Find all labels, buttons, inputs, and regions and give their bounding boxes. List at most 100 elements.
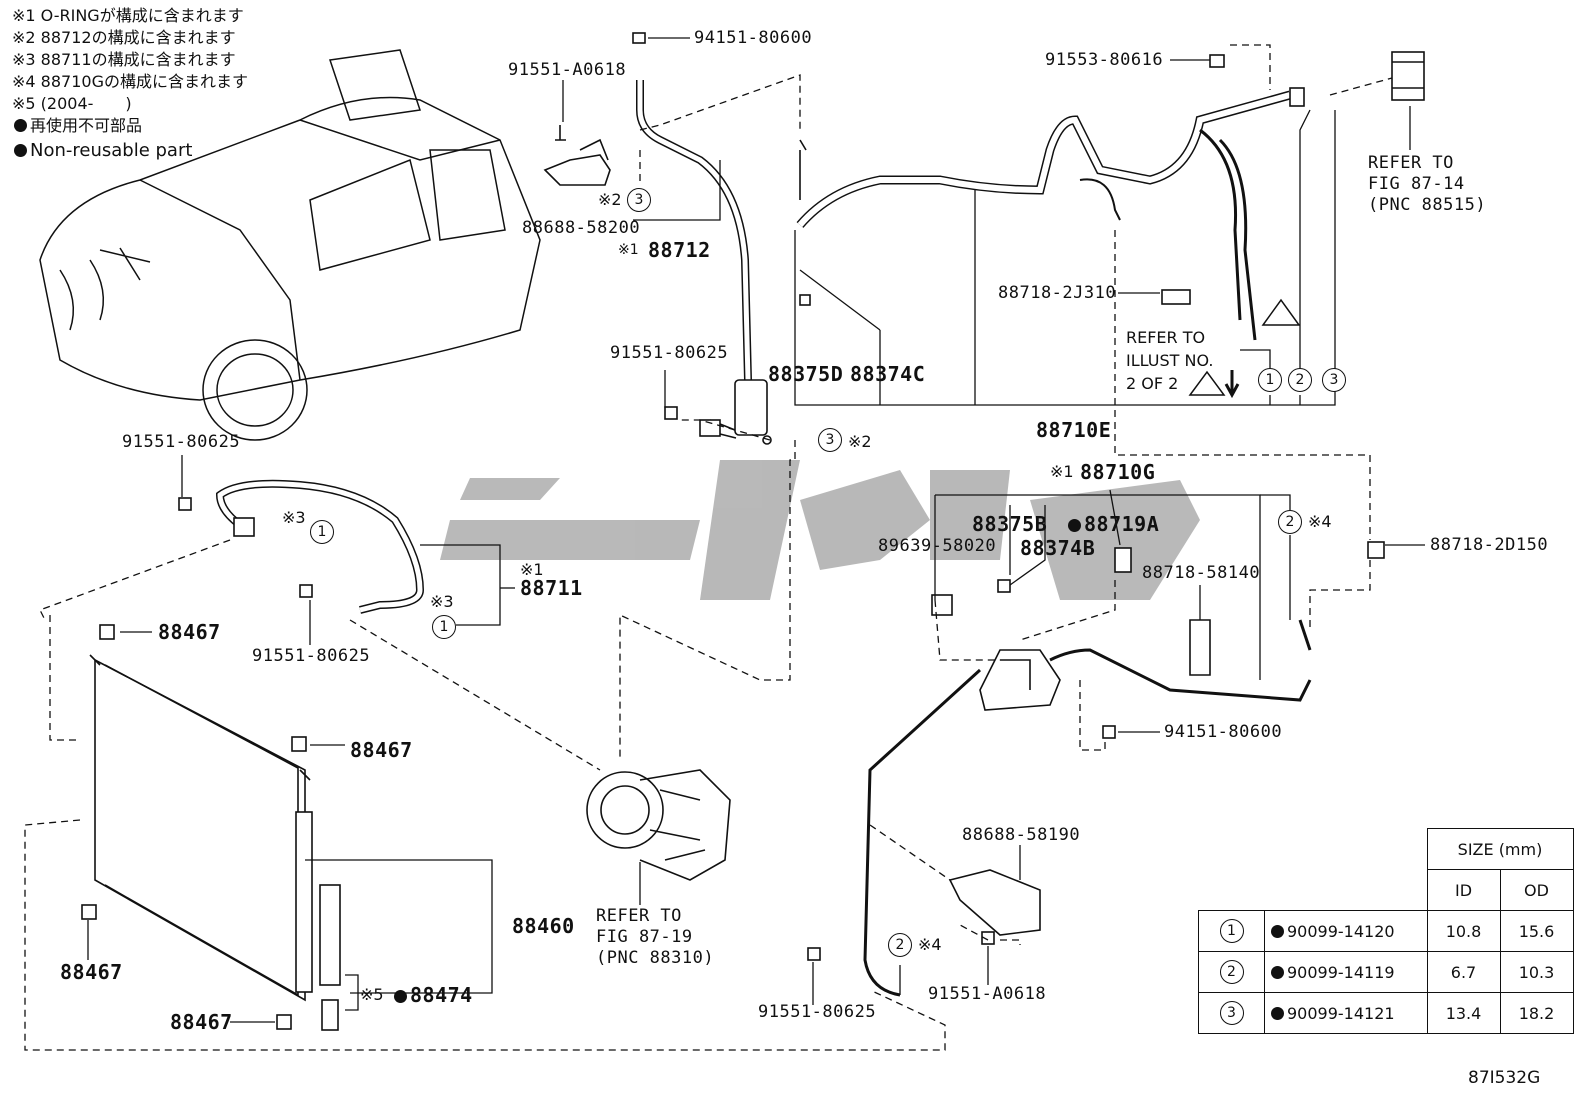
label-88710e[interactable]: 88710E xyxy=(1036,418,1112,442)
bracket-88688-58190 xyxy=(948,869,1041,936)
ref-circle-1a: 1 xyxy=(310,520,334,544)
label-88710g[interactable]: 88710G xyxy=(1080,460,1156,484)
nonreusable-dot-icon xyxy=(1068,519,1081,532)
label-91551-a0618-bottom[interactable]: 91551-A0618 xyxy=(928,984,1047,1004)
mark-3: ※3 xyxy=(282,508,306,527)
ref-circle-3b: 3 xyxy=(818,428,842,452)
label-89639-58020[interactable]: 89639-58020 xyxy=(878,536,997,556)
label-88467-d[interactable]: 88467 xyxy=(170,1010,233,1034)
ref-circle-2-top: 2 xyxy=(1288,368,1312,392)
refer-87-14-l2: FIG 87-14 xyxy=(1368,174,1465,194)
ref-circle-1b: 1 xyxy=(432,615,456,639)
refer-87-19-l2: FIG 87-19 xyxy=(596,927,693,947)
label-91551-a0618-top[interactable]: 91551-A0618 xyxy=(508,60,627,80)
label-91551-80625-left2[interactable]: 91551-80625 xyxy=(252,646,371,666)
oring-od: 18.2 xyxy=(1499,992,1574,1034)
label-91551-80625-left[interactable]: 91551-80625 xyxy=(122,432,241,452)
nonreusable-dot-icon xyxy=(1271,965,1284,979)
label-88711[interactable]: 88711 xyxy=(520,576,583,600)
hose-88711 xyxy=(215,479,425,614)
size-table-header: SIZE (mm) xyxy=(1426,828,1574,870)
label-88460[interactable]: 88460 xyxy=(512,914,575,938)
label-88474[interactable]: 88474 xyxy=(394,985,473,1005)
mark-1: ※1 xyxy=(618,242,639,258)
table-row: 1 90099-14120 10.8 15.6 xyxy=(1198,910,1574,952)
nonreusable-dot-icon xyxy=(394,990,407,1003)
nonreusable-dot-icon xyxy=(1271,924,1284,938)
ref-circle: 2 xyxy=(1219,960,1244,984)
label-88374b[interactable]: 88374B xyxy=(1020,536,1096,560)
oring-od: 10.3 xyxy=(1499,951,1574,993)
table-row: 2 90099-14119 6.7 10.3 xyxy=(1198,951,1574,993)
condenser-88460 xyxy=(89,654,341,1031)
label-88467-b[interactable]: 88467 xyxy=(350,738,413,762)
mark-3b: ※3 xyxy=(430,592,454,611)
label-88712[interactable]: 88712 xyxy=(648,238,711,262)
size-table: SIZE (mm) ID OD 1 90099-14120 10.8 15.6 … xyxy=(1198,828,1574,1034)
label-91551-80625-mid[interactable]: 91551-80625 xyxy=(610,343,729,363)
label-88718-2j310[interactable]: 88718-2J310 xyxy=(998,283,1117,303)
note-3: ※3 88711の構成に含まれます xyxy=(12,50,236,69)
nonreusable-dot-icon xyxy=(14,119,27,132)
table-row: 3 90099-14121 13.4 18.2 xyxy=(1198,992,1574,1034)
col-od: OD xyxy=(1499,869,1574,911)
ref-circle-2a: 2 xyxy=(1278,510,1302,534)
oring-part[interactable]: 90099-14119 xyxy=(1287,962,1395,982)
label-88467-a[interactable]: 88467 xyxy=(158,620,221,644)
label-88688-58190[interactable]: 88688-58190 xyxy=(962,825,1081,845)
oring-part[interactable]: 90099-14120 xyxy=(1287,921,1395,941)
label-88718-2d150[interactable]: 88718-2D150 xyxy=(1430,535,1549,555)
note-4: ※4 88710Gの構成に含まれます xyxy=(12,72,248,91)
dashed-lines xyxy=(24,44,1393,1051)
ref-circle-3: 3 xyxy=(627,188,651,212)
refer-87-14-l1: REFER TO xyxy=(1368,153,1454,173)
leader-lines xyxy=(87,37,1425,1023)
mark-1b: ※1 xyxy=(520,560,544,579)
watermark-logo xyxy=(440,460,1200,600)
mark-1c: ※1 xyxy=(1050,462,1074,481)
mark-2b: ※2 xyxy=(848,432,872,451)
label-88688-58200[interactable]: 88688-58200 xyxy=(522,218,641,238)
mark-4: ※4 xyxy=(1308,512,1332,531)
label-88718-58140[interactable]: 88718-58140 xyxy=(1142,563,1261,583)
warning-triangles xyxy=(1188,298,1301,399)
mark-5: ※5 xyxy=(360,985,384,1004)
compressor xyxy=(586,769,731,881)
oring-id: 6.7 xyxy=(1426,951,1501,993)
note-5: ※5 (2004- ) xyxy=(12,94,132,113)
hose-88710e xyxy=(796,87,1305,341)
refer-87-19-l3: (PNC 88310) xyxy=(596,948,715,968)
vehicle-illustration xyxy=(39,49,541,441)
label-88375d[interactable]: 88375D xyxy=(768,362,844,386)
ref-circle-1-top: 1 xyxy=(1258,368,1282,392)
nonreusable-dot-icon xyxy=(14,144,27,157)
label-88467-c[interactable]: 88467 xyxy=(60,960,123,984)
nonreusable-dot-icon xyxy=(1271,1006,1284,1020)
label-88375b[interactable]: 88375B xyxy=(972,512,1048,536)
label-94151-80600-top[interactable]: 94151-80600 xyxy=(694,28,813,48)
valve-assembly xyxy=(931,541,1385,711)
ref-circle-2b: 2 xyxy=(888,933,912,957)
label-91551-80625-bottom[interactable]: 91551-80625 xyxy=(758,1002,877,1022)
label-94151-80600-bottom[interactable]: 94151-80600 xyxy=(1164,722,1283,742)
figure-code: 87I532G xyxy=(1468,1068,1541,1088)
note-2: ※2 88712の構成に含まれます xyxy=(12,28,236,47)
note-1: ※1 O-RINGが構成に含まれます xyxy=(12,6,244,25)
label-91553-80616[interactable]: 91553-80616 xyxy=(1045,50,1164,70)
label-88374c[interactable]: 88374C xyxy=(850,362,926,386)
bracket-88718-2j310 xyxy=(1161,289,1191,305)
ref-circle: 3 xyxy=(1219,1001,1244,1025)
ref-circle: 1 xyxy=(1219,919,1244,943)
mark-4b: ※4 xyxy=(918,935,942,954)
pipe-88710g xyxy=(863,619,1312,997)
note-nonreusable-jp: 再使用不可部品 xyxy=(14,118,142,134)
expansion-valve xyxy=(1391,51,1425,101)
hose-88712 xyxy=(636,80,772,445)
mark-2: ※2 xyxy=(598,190,622,209)
oring-part[interactable]: 90099-14121 xyxy=(1287,1003,1395,1023)
oring-id: 13.4 xyxy=(1426,992,1501,1034)
refer-illust-l3: 2 OF 2 xyxy=(1126,374,1179,393)
refer-illust-l2: ILLUST NO. xyxy=(1126,351,1214,370)
label-88719a[interactable]: 88719A xyxy=(1068,514,1159,534)
